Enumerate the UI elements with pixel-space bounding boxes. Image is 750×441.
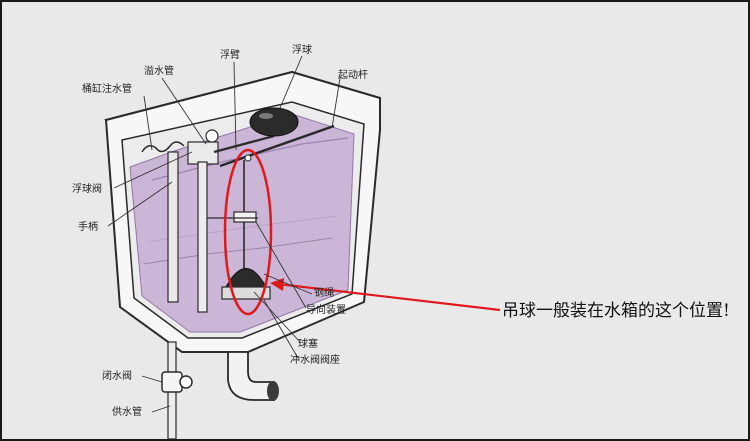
water-surface [151, 137, 349, 181]
label-float-valve: 浮球阀 [72, 182, 102, 195]
label-float-ball: 浮球 [292, 43, 312, 56]
float-valve-knob [205, 129, 219, 143]
leader-lines [107, 55, 341, 413]
flush-outlet-mouth [267, 381, 279, 401]
label-bowl-fill-pipe: 桶缸注水管 [82, 82, 132, 95]
starter-lever-rod [219, 124, 335, 168]
label-shutoff-valve: 闭水阀 [102, 369, 132, 382]
label-starter-lever: 起动杆 [338, 69, 368, 81]
float-valve-shape [187, 141, 219, 165]
label-overflow-pipe: 溢水管 [144, 64, 174, 77]
riser-pipe [197, 161, 208, 313]
float-ball-shape [249, 107, 299, 137]
label-supply-pipe: 供水管 [112, 405, 142, 418]
shutoff-valve-shape [161, 371, 183, 393]
float-ball-shine [259, 113, 273, 119]
lever-pivot [244, 154, 252, 162]
label-chain: 钢绳 [314, 286, 334, 299]
guide-device-shape [233, 211, 257, 223]
label-ball-plug: 球塞 [298, 337, 318, 350]
callout-arrow-line [277, 282, 501, 312]
float-arm-rod [213, 134, 275, 154]
label-float-arm: 浮臂 [220, 48, 240, 61]
overflow-pipe-shape [167, 151, 179, 303]
label-guide-device: 导向装置 [306, 303, 346, 316]
label-flush-valve-seat: 冲水阀阀座 [290, 353, 340, 366]
shutoff-valve-knob [179, 375, 193, 389]
highlight-ellipse [223, 148, 273, 316]
callout-text: 吊球一般装在水箱的这个位置! [502, 301, 730, 321]
label-handle: 手柄 [78, 220, 98, 233]
fill-tube-coil [141, 141, 185, 153]
